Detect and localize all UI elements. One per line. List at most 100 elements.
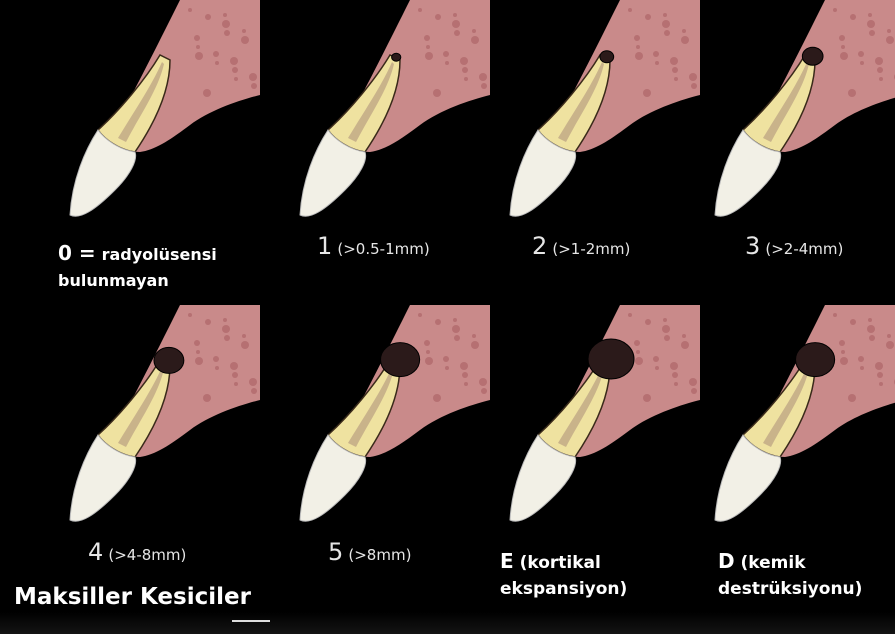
tooth-panel-6 <box>500 305 700 545</box>
gum-texture <box>662 325 670 333</box>
periapical-lesion <box>392 53 401 61</box>
gum-texture <box>645 319 651 325</box>
gum-texture <box>479 73 487 81</box>
gum-texture <box>628 313 632 317</box>
gum-texture <box>426 45 430 49</box>
gum-texture <box>242 334 246 338</box>
caption-1: 1 (>0.5-1mm) <box>317 232 430 260</box>
gum-texture <box>858 51 864 57</box>
gum-texture <box>195 52 203 60</box>
caption-4-score: 4 <box>88 538 103 566</box>
gum-texture <box>869 30 875 36</box>
gum-texture <box>460 362 468 370</box>
gum-texture <box>860 61 864 65</box>
gum-texture <box>664 30 670 36</box>
tooth-panel-1 <box>290 0 490 240</box>
gum-texture <box>205 14 211 20</box>
gum-texture <box>653 51 659 57</box>
gum-texture <box>472 29 476 33</box>
gum-texture <box>249 73 257 81</box>
gum-texture <box>471 341 479 349</box>
gum-texture <box>230 362 238 370</box>
gum-texture <box>645 14 651 20</box>
gum-texture <box>833 8 837 12</box>
gum-texture <box>868 318 872 322</box>
gum-texture <box>251 83 257 89</box>
gum-texture <box>234 77 238 81</box>
gum-texture <box>251 388 257 394</box>
gum-texture <box>460 57 468 65</box>
gum-texture <box>833 313 837 317</box>
gum-texture <box>879 382 883 386</box>
tooth-diagram-3 <box>705 0 895 240</box>
gum-texture <box>424 35 430 41</box>
gum-texture <box>655 61 659 65</box>
gum-texture <box>462 372 468 378</box>
gum-texture <box>222 325 230 333</box>
gum-texture <box>454 335 460 341</box>
gum-texture <box>213 356 219 362</box>
periapical-lesion <box>588 339 634 379</box>
gum-texture <box>453 318 457 322</box>
gum-texture <box>636 45 640 49</box>
gum-texture <box>224 335 230 341</box>
caption-2-desc: (>1-2mm) <box>552 240 630 258</box>
gum-texture <box>887 29 891 33</box>
gum-texture <box>674 382 678 386</box>
gum-texture <box>662 20 670 28</box>
gum-texture <box>682 29 686 33</box>
tooth-panel-0 <box>60 0 260 240</box>
gum-texture <box>663 13 667 17</box>
gum-texture <box>203 89 211 97</box>
gum-texture <box>223 13 227 17</box>
gum-texture <box>472 334 476 338</box>
gum-texture <box>875 57 883 65</box>
gum-texture <box>481 388 487 394</box>
gum-texture <box>877 67 883 73</box>
caption-3-score: 3 <box>745 232 760 260</box>
gum-texture <box>418 313 422 317</box>
gum-texture <box>234 382 238 386</box>
gum-texture <box>205 319 211 325</box>
gum-texture <box>232 67 238 73</box>
gum-texture <box>634 35 640 41</box>
gum-texture <box>195 357 203 365</box>
gum-texture <box>628 8 632 12</box>
gum-texture <box>230 57 238 65</box>
gum-texture <box>867 20 875 28</box>
gum-texture <box>635 357 643 365</box>
gum-texture <box>886 36 894 44</box>
gum-texture <box>425 357 433 365</box>
gum-texture <box>655 366 659 370</box>
gum-texture <box>213 51 219 57</box>
caption-0-desc: radyolüsensi <box>102 245 217 264</box>
gum-texture <box>850 319 856 325</box>
gum-texture <box>215 61 219 65</box>
gum-texture <box>643 89 651 97</box>
gum-texture <box>653 356 659 362</box>
gum-texture <box>840 52 848 60</box>
caption-7-score: D <box>718 549 735 573</box>
tooth-panel-3 <box>705 0 895 240</box>
tooth-diagram-6 <box>500 305 700 545</box>
gum-texture <box>454 30 460 36</box>
gum-texture <box>839 340 845 346</box>
tooth-diagram-5 <box>290 305 490 545</box>
gum-texture <box>879 77 883 81</box>
gum-texture <box>877 372 883 378</box>
periapical-lesion <box>600 51 614 63</box>
gum-texture <box>841 350 845 354</box>
gum-texture <box>203 394 211 402</box>
gum-texture <box>443 356 449 362</box>
gum-texture <box>445 61 449 65</box>
gum-texture <box>672 372 678 378</box>
caption-3: 3 (>2-4mm) <box>745 232 843 260</box>
gum-texture <box>479 378 487 386</box>
gum-texture <box>860 366 864 370</box>
gum-texture <box>643 394 651 402</box>
gum-texture <box>886 341 894 349</box>
gum-texture <box>663 318 667 322</box>
gum-texture <box>464 382 468 386</box>
gum-texture <box>241 341 249 349</box>
